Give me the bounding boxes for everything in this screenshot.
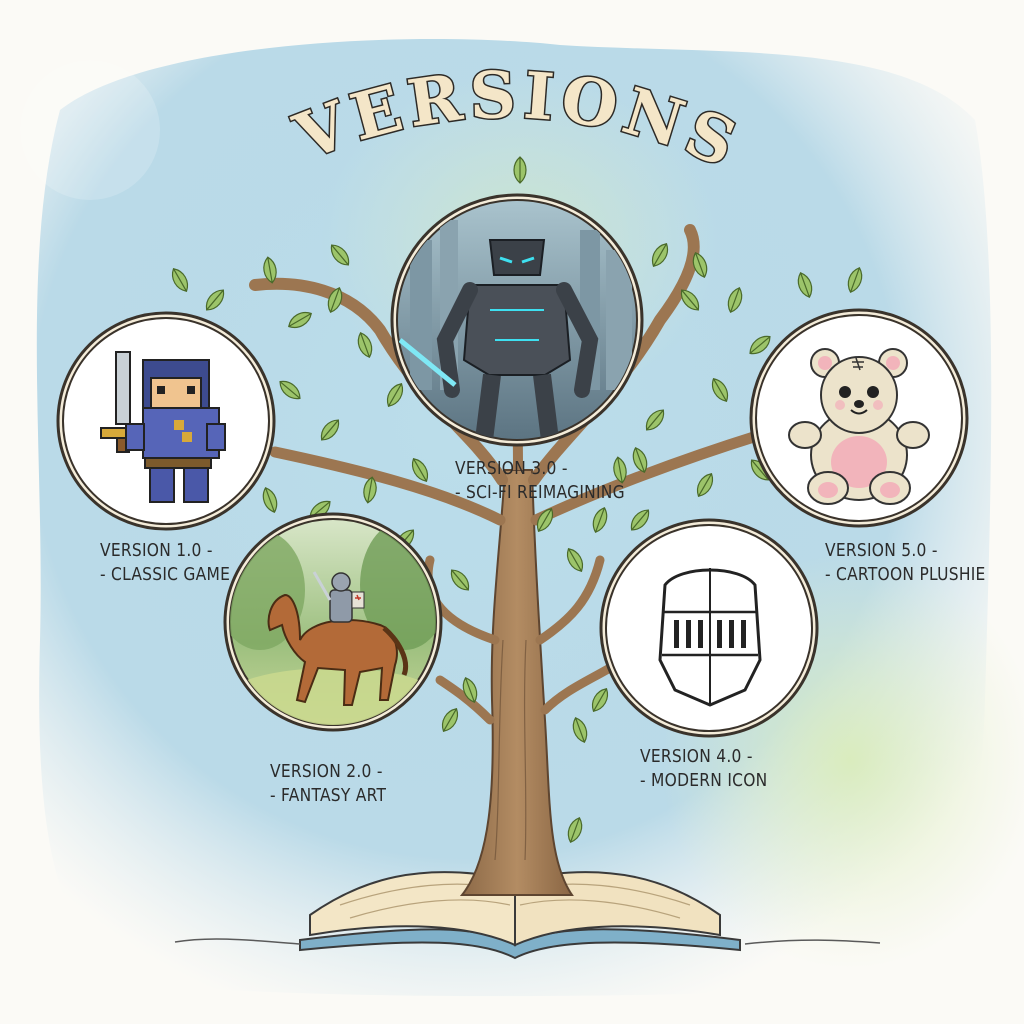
- version-3-caption: VERSION 3.0 - - SCI-FI REIMAGINING: [455, 457, 625, 505]
- leaf: [263, 256, 277, 284]
- version-3-circle: [390, 193, 644, 447]
- version-4-label: VERSION 4.0 -: [640, 746, 753, 767]
- leaf: [205, 289, 225, 311]
- leaf: [567, 548, 583, 572]
- version-2-style: - FANTASY ART: [270, 785, 387, 806]
- version-2-caption: VERSION 2.0 - - FANTASY ART: [270, 760, 386, 808]
- leaf: [749, 335, 771, 355]
- leaf: [592, 507, 608, 533]
- leaf: [513, 156, 527, 184]
- version-5-caption: VERSION 5.0 - - CARTOON PLUSHIE: [825, 539, 986, 587]
- version-2-circle: [223, 512, 443, 732]
- version-3-style: - SCI-FI REIMAGINING: [455, 482, 625, 503]
- version-5-circle: [749, 308, 969, 528]
- version-2-label: VERSION 2.0 -: [270, 761, 383, 782]
- leaf: [632, 447, 648, 473]
- leaf: [592, 688, 608, 712]
- leaf: [288, 312, 312, 328]
- knight-helmet-icon: [658, 568, 762, 707]
- leaf: [357, 332, 373, 358]
- version-3-label: VERSION 3.0 -: [455, 458, 568, 479]
- robot-knight-icon: [398, 220, 632, 440]
- leaf: [652, 243, 668, 267]
- pixel-knight-icon: [100, 351, 226, 503]
- leaf: [387, 383, 403, 407]
- leaf: [692, 252, 708, 278]
- leaf: [363, 476, 377, 504]
- leaf: [330, 244, 350, 266]
- leaf: [412, 458, 428, 482]
- leaf: [462, 677, 478, 703]
- leaf: [327, 287, 343, 313]
- leaf: [572, 717, 588, 743]
- version-1-circle: [56, 311, 276, 531]
- version-5-label: VERSION 5.0 -: [825, 540, 938, 561]
- leaf: [262, 487, 278, 513]
- version-4-circle: [599, 518, 819, 738]
- leaf: [567, 817, 583, 843]
- leaf: [172, 268, 188, 292]
- leaf: [727, 287, 743, 313]
- version-1-label: VERSION 1.0 -: [100, 540, 213, 561]
- leaf: [450, 569, 470, 591]
- leaf: [442, 708, 458, 732]
- leaf: [320, 419, 340, 441]
- teddy-bear-icon: [788, 348, 930, 505]
- version-4-style: - MODERN ICON: [640, 770, 768, 791]
- leaf: [279, 380, 301, 400]
- leaf: [645, 409, 665, 431]
- leaf: [630, 509, 650, 531]
- version-5-style: - CARTOON PLUSHIE: [825, 564, 986, 585]
- leaf: [613, 456, 627, 484]
- leaf: [697, 473, 713, 497]
- version-1-caption: VERSION 1.0 - - CLASSIC GAME: [100, 539, 230, 587]
- leaf: [712, 378, 728, 402]
- leaf: [680, 289, 700, 311]
- leaf: [847, 267, 863, 293]
- version-1-style: - CLASSIC GAME: [100, 564, 231, 585]
- version-4-caption: VERSION 4.0 - - MODERN ICON: [640, 745, 768, 793]
- leaf: [537, 508, 553, 532]
- leaf: [797, 272, 813, 298]
